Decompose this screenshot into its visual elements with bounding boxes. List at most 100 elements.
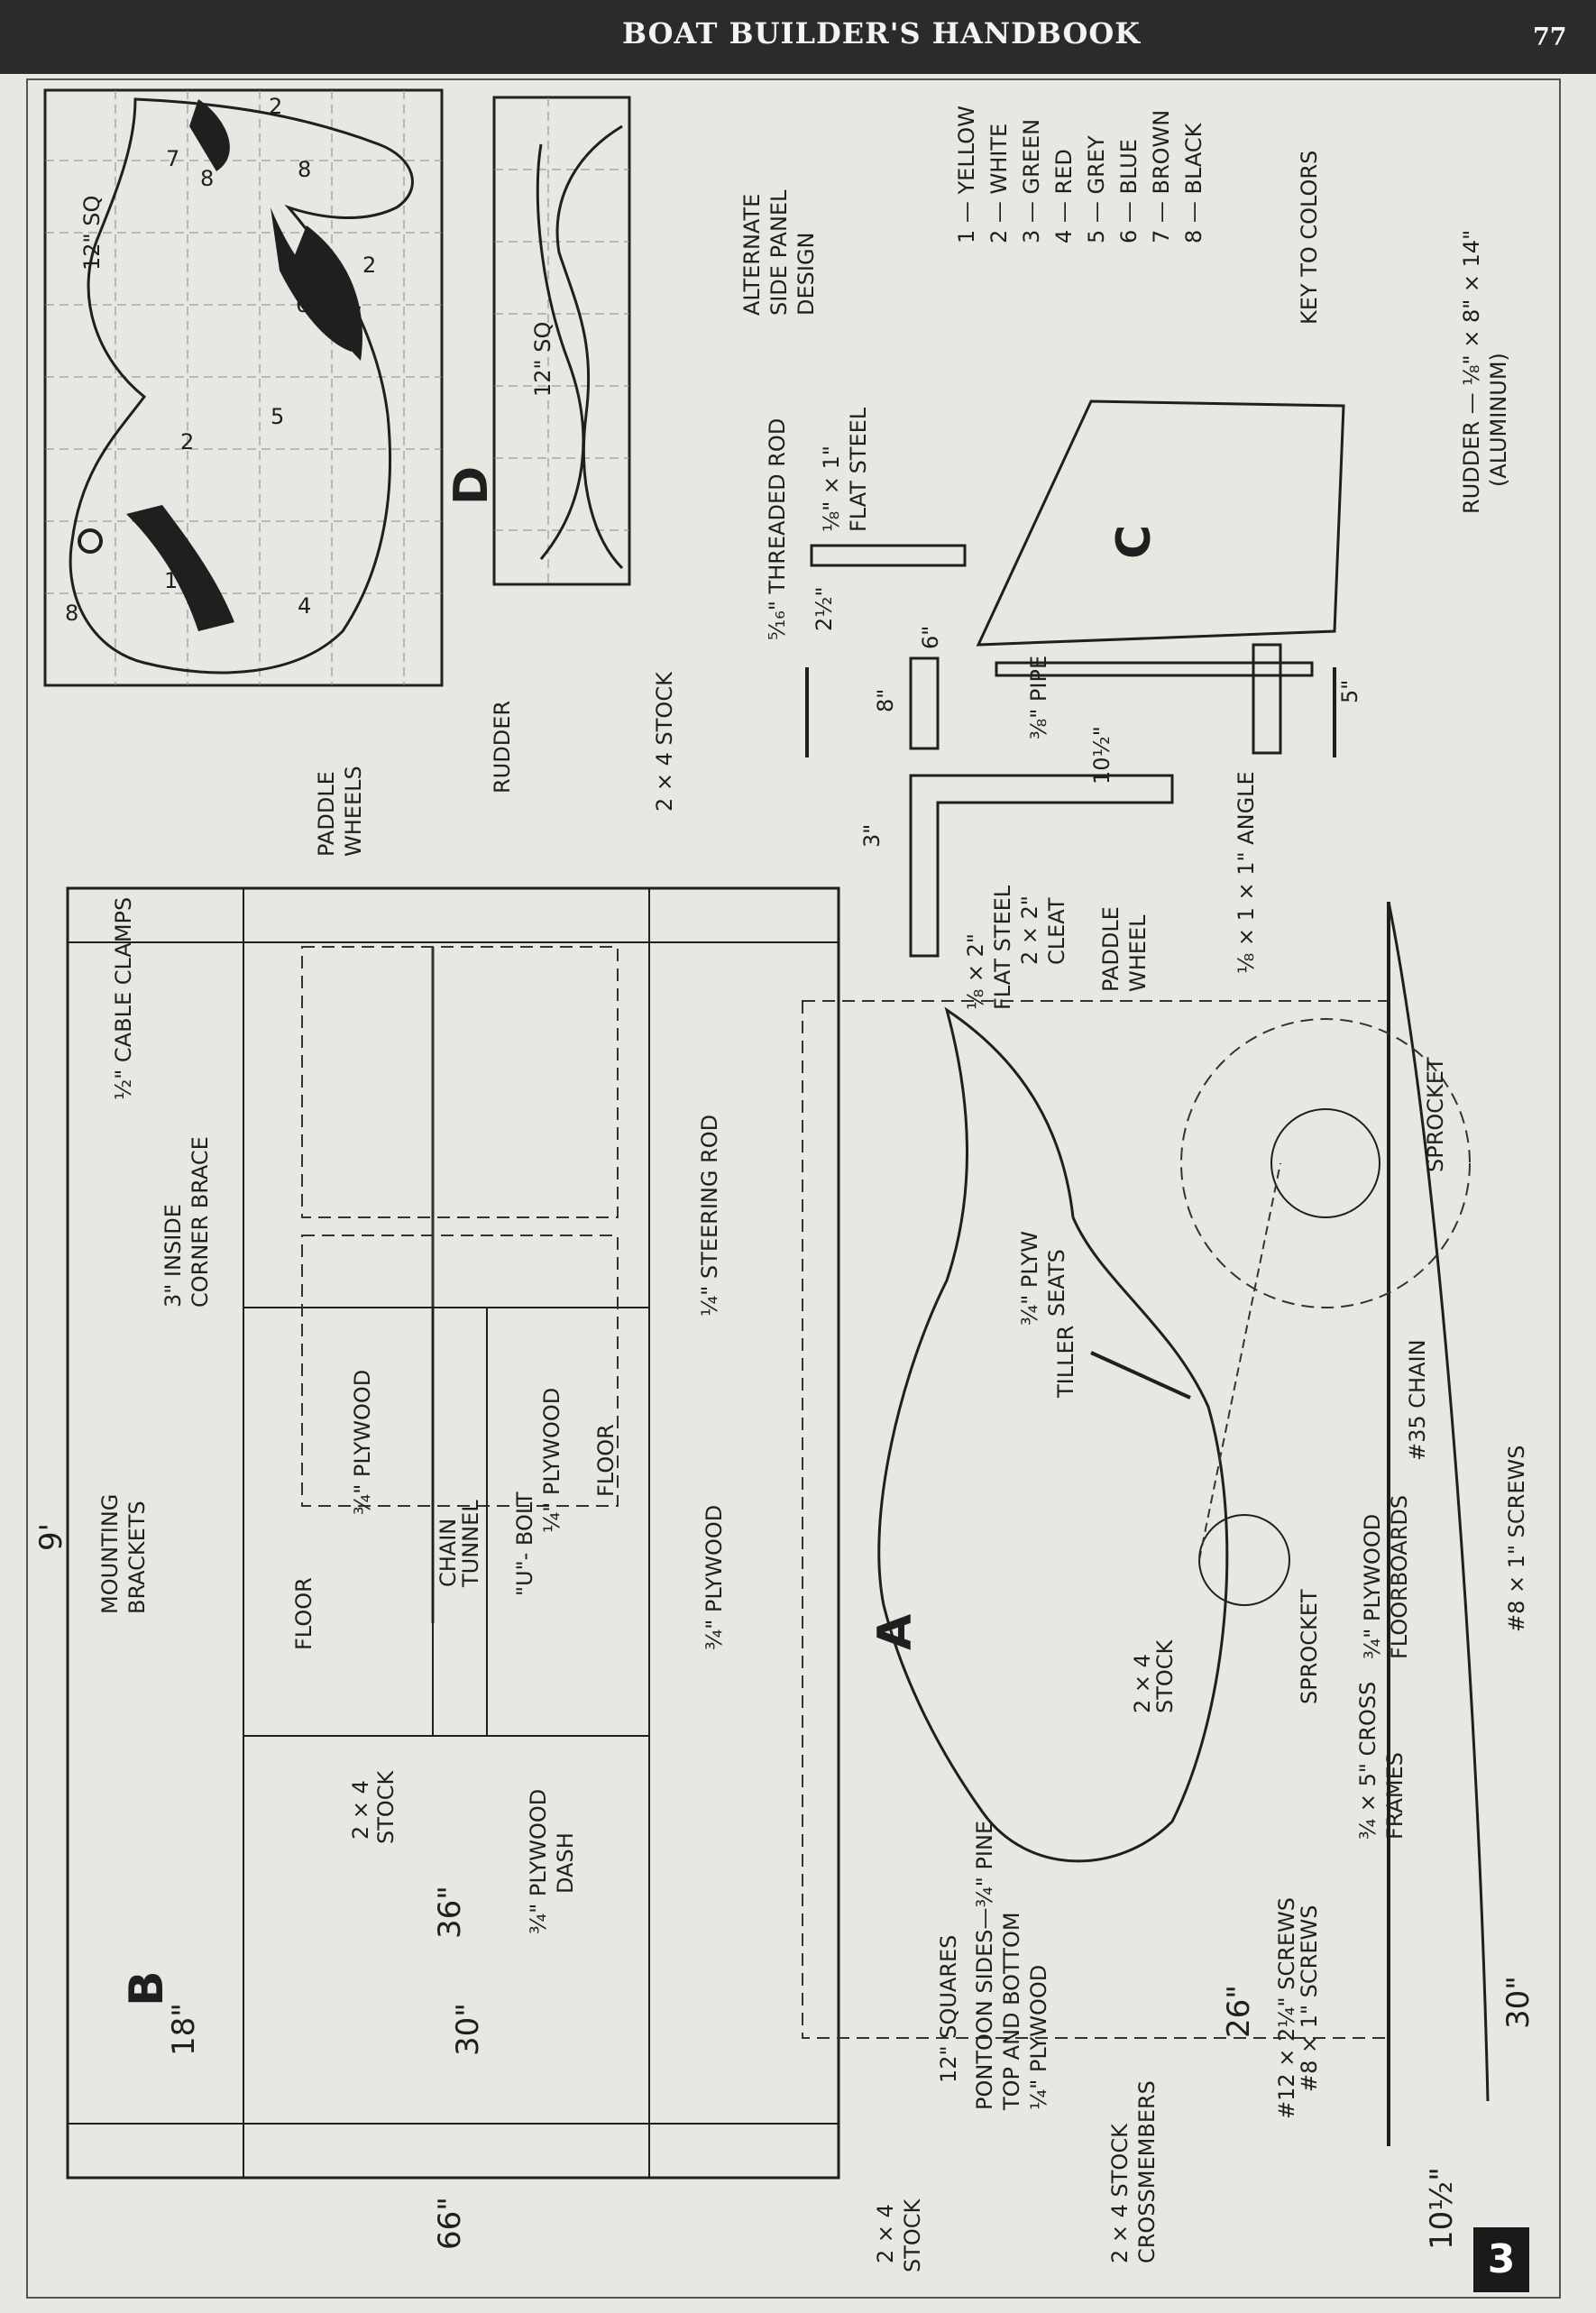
plan-stern-beam xyxy=(67,887,839,943)
screws-8b-label: #8 × 1" SCREWS xyxy=(1504,1446,1529,1632)
paddle-wheel-label-2: WHEEL xyxy=(1125,914,1151,992)
alt-line-3: DESIGN xyxy=(793,232,819,316)
whale-outline xyxy=(555,124,624,570)
duck-num-2c: 2 xyxy=(269,94,282,119)
plan-floor-plywood: ¾" PLYWOOD xyxy=(350,1370,375,1515)
whale-panel: D 12" SQ xyxy=(445,96,631,586)
color-key-item-5: 5 — GREY xyxy=(1084,135,1109,243)
boat-plan-drawing: 8 1 3 2 4 5 6 2 7 8 8 2 12" SQ D 12" SQ … xyxy=(26,78,1561,2299)
crossmembers-label-1: 2 × 4 STOCK xyxy=(1107,2123,1133,2263)
duck-num-2b: 2 xyxy=(362,252,376,278)
cross-frames-label-2: FRAMES xyxy=(1382,1752,1408,1840)
tiller-label: TILLER xyxy=(1053,1326,1078,1399)
duck-num-8b: 8 xyxy=(200,166,214,191)
color-key-item-6: 6 — BLUE xyxy=(1116,139,1142,243)
plan-length-dimension: 9' xyxy=(33,1523,69,1551)
seat-back xyxy=(1090,1351,1191,1400)
color-key-item-4: 4 — RED xyxy=(1051,149,1077,243)
flat-steel-1-label: ⅛" × 1" xyxy=(819,445,844,532)
angle-label: ⅛ × 1 × 1" ANGLE xyxy=(1234,771,1259,974)
squares-label: 12" SQUARES xyxy=(936,1935,961,2083)
pontoon-label-1: PONTOON SIDES—¾" PINE xyxy=(972,1821,997,2110)
paddle-wheels-label-2: WHEELS xyxy=(341,766,366,857)
paddle-wheels-label: PADDLE xyxy=(314,771,339,857)
rudder-label: RUDDER xyxy=(490,701,515,794)
alt-line-2: SIDE PANEL xyxy=(766,189,792,316)
plan-bow-beam xyxy=(67,2123,839,2179)
cross-frames-label-1: ¾ × 5" CROSS xyxy=(1355,1682,1380,1840)
duck-num-1: 1 xyxy=(164,568,178,593)
color-key-item-1: 1 — YELLOW xyxy=(954,106,979,243)
dim-2-half: 2½" xyxy=(812,586,837,631)
plan-dim-36: 36" xyxy=(432,1886,468,1939)
figure-number-badge: 3 xyxy=(1473,2227,1529,2292)
page-number: 77 xyxy=(1533,23,1567,51)
screws-12-label: #12 × 2¼" SCREWS xyxy=(1274,1897,1299,2119)
seats-label-1: ¾" PLYW xyxy=(1017,1231,1042,1326)
steering-rod-label: ¼" STEERING ROD xyxy=(697,1115,722,1317)
u-bolt-label: "U"- BOLT xyxy=(512,1492,537,1596)
panel-label-a: A xyxy=(868,1614,922,1650)
dim-6: 6" xyxy=(918,626,943,649)
side-plywood-label: ¾" PLYWOOD xyxy=(702,1505,727,1650)
duck-num-8c: 8 xyxy=(298,157,311,182)
plan-floor-right: ¼" PLYWOOD xyxy=(539,1388,564,1533)
plan-stock-left-2: STOCK xyxy=(900,2198,925,2272)
inside-brace-label-2: CORNER BRACE xyxy=(188,1136,213,1308)
paddle-wheel-box-1 xyxy=(301,946,619,1218)
hull-curve xyxy=(1387,901,1490,2102)
chain-label: #35 CHAIN xyxy=(1405,1339,1430,1461)
paddle-wheel-label-1: PADDLE xyxy=(1098,906,1124,992)
rudder-parts: C ⁵⁄₁₆" THREADED ROD ⅛" × 1" FLAT STEEL … xyxy=(765,230,1511,958)
duck-grid-note: 12" SQ xyxy=(79,196,105,271)
color-key-item-7: 7 — BROWN xyxy=(1149,110,1174,243)
chain-tunnel xyxy=(432,1307,488,1737)
rudder-plate xyxy=(976,399,1345,647)
boat-plan-figure: 8 1 3 2 4 5 6 2 7 8 8 2 12" SQ D 12" SQ … xyxy=(0,74,1596,2313)
chain-line xyxy=(1198,1162,1281,1561)
cable-clamps-label: ½" CABLE CLAMPS xyxy=(111,897,136,1100)
color-key-item-3: 3 — GREEN xyxy=(1019,119,1044,243)
paddle-wheel-circle xyxy=(1180,1018,1471,1308)
plan-view: B 9' 66" 18" 30" 36" MOUNTING BRACKETS F… xyxy=(33,671,925,2272)
sprocket-small xyxy=(1198,1514,1290,1606)
dim-3: 3" xyxy=(859,824,885,848)
duck-num-5: 5 xyxy=(271,404,284,429)
duck-outline xyxy=(69,97,414,675)
rudder-note: RUDDER — ⅛" × 8" × 14" xyxy=(1459,230,1484,514)
pontoon-label-2: TOP AND BOTTOM xyxy=(999,1912,1024,2111)
side-stock-label-1: 2 × 4 xyxy=(1130,1654,1155,1713)
duck-panel: 8 1 3 2 4 5 6 2 7 8 8 2 12" SQ xyxy=(43,88,444,687)
duck-num-6: 6 xyxy=(296,292,309,317)
color-key-item-8: 8 — BLACK xyxy=(1181,122,1206,243)
duck-num-2a: 2 xyxy=(180,429,194,454)
pontoon-label-3: ¼" PLYWOOD xyxy=(1026,1965,1051,2110)
sprocket-label-a: SPROCKET xyxy=(1297,1589,1322,1704)
plan-floor-right-2: FLOOR xyxy=(593,1424,619,1497)
side-dim-26: 26" xyxy=(1221,1985,1257,2038)
side-stock-label-2: STOCK xyxy=(1152,1638,1178,1713)
duck-num-8: 8 xyxy=(65,601,78,626)
dim-8: 8" xyxy=(873,689,898,712)
alternate-design-label: ALTERNATE SIDE PANEL DESIGN xyxy=(739,189,819,316)
plan-floor-left: FLOOR xyxy=(291,1577,316,1650)
mounting-brackets-label: MOUNTING xyxy=(97,1494,123,1614)
plan-dim-18: 18" xyxy=(166,2003,202,2056)
plan-dash-label-2: DASH xyxy=(553,1832,578,1894)
page-frame xyxy=(26,78,1561,2299)
plan-dash-label: ¾" PLYWOOD xyxy=(526,1789,551,1934)
duck-frame xyxy=(43,88,444,687)
whale-back xyxy=(536,143,585,560)
rudder-material: (ALUMINUM) xyxy=(1486,353,1511,487)
page-header-bar xyxy=(0,0,1596,74)
dim-5: 5" xyxy=(1337,680,1362,703)
flat-steel-bracket xyxy=(810,544,967,567)
side-dim-10-half: 10½" xyxy=(1424,2167,1460,2250)
cleat-label-1: 2 × 2" xyxy=(1017,895,1042,965)
plan-stock-mid: 2 × 4 xyxy=(348,1780,373,1840)
plan-stock-right: 2 × 4 STOCK xyxy=(652,671,677,812)
duck-num-4: 4 xyxy=(298,593,311,619)
side-dim-30: 30" xyxy=(1500,1976,1536,2029)
panel-label-d: D xyxy=(445,466,499,505)
whale-frame xyxy=(492,96,631,586)
